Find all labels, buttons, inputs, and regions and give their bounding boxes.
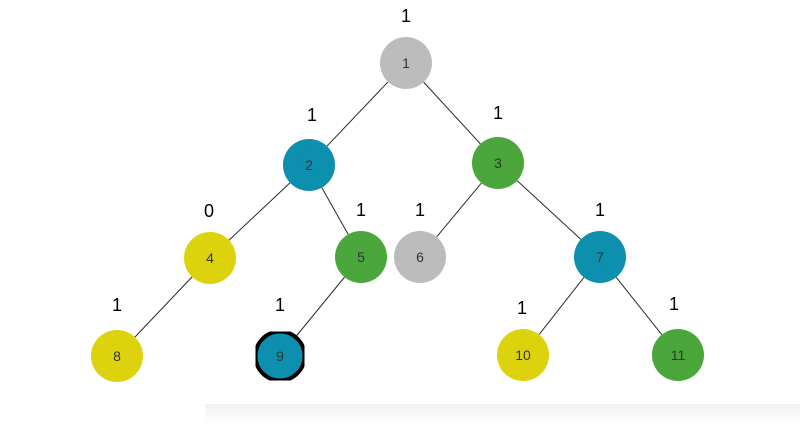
- node-circle-2: [283, 139, 335, 191]
- node-label-1: 1: [402, 55, 410, 71]
- node-3: 31: [472, 103, 524, 189]
- edge-3-7: [516, 180, 582, 240]
- bottom-shadow-strip: [205, 404, 800, 426]
- node-value-4: 0: [204, 201, 214, 221]
- node-label-11: 11: [671, 347, 686, 363]
- node-value-5: 1: [356, 200, 366, 220]
- node-value-8: 1: [112, 295, 122, 315]
- edge-1-3: [423, 81, 481, 145]
- node-circle-4: [184, 232, 236, 284]
- edge-4-8: [134, 276, 193, 338]
- node-11: 111: [652, 294, 704, 381]
- edge-2-5: [321, 187, 349, 235]
- node-label-10: 10: [515, 347, 531, 363]
- node-circle-11: [652, 329, 704, 381]
- edge-5-9: [296, 276, 345, 337]
- edge-2-4: [228, 182, 291, 241]
- edge-1-2: [326, 81, 389, 147]
- node-value-2: 1: [307, 105, 317, 125]
- node-label-7: 7: [596, 249, 604, 265]
- node-value-1: 1: [401, 6, 411, 26]
- node-7: 71: [574, 200, 626, 283]
- node-value-10: 1: [517, 298, 527, 318]
- edges-layer: [134, 81, 663, 338]
- node-circle-3: [472, 137, 524, 189]
- node-label-9: 9: [276, 348, 284, 364]
- node-circle-9: [253, 329, 307, 383]
- node-label-2: 2: [305, 157, 313, 173]
- node-circle-8: [91, 330, 143, 382]
- node-circle-1: [380, 37, 432, 89]
- node-label-4: 4: [206, 250, 214, 266]
- node-label-3: 3: [494, 155, 502, 171]
- node-label-5: 5: [357, 249, 365, 265]
- node-2: 21: [283, 105, 335, 191]
- node-circle-6: [394, 231, 446, 283]
- node-circle-7: [574, 231, 626, 283]
- node-value-11: 1: [669, 294, 679, 314]
- node-value-9: 1: [275, 295, 285, 315]
- node-8: 81: [91, 295, 143, 382]
- node-value-6: 1: [415, 200, 425, 220]
- edge-3-6: [436, 182, 482, 238]
- node-circle-10: [497, 329, 549, 381]
- node-value-3: 1: [493, 103, 503, 123]
- node-4: 40: [184, 201, 236, 284]
- edge-7-11: [615, 277, 663, 335]
- node-5: 51: [335, 200, 387, 283]
- node-value-7: 1: [595, 200, 605, 220]
- node-6: 61: [394, 200, 446, 283]
- node-label-8: 8: [113, 348, 121, 364]
- node-label-6: 6: [416, 249, 424, 265]
- edge-7-10: [538, 277, 585, 335]
- node-1: 11: [380, 6, 432, 89]
- node-circle-5: [335, 231, 387, 283]
- node-10: 10 1: [497, 298, 549, 381]
- node-9: 91: [253, 295, 307, 383]
